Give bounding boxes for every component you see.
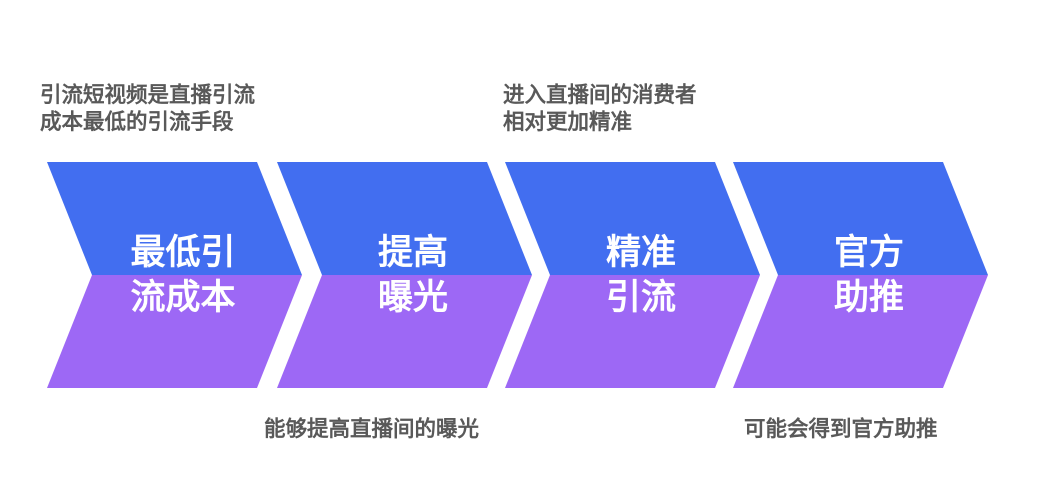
caption-official-boost: 可能会得到官方助推: [744, 416, 938, 443]
step-label-line: 流成本: [130, 278, 236, 317]
caption-line: 成本最低的引流手段: [40, 110, 234, 134]
step-label-line: 助推: [833, 278, 904, 317]
caption-line: 引流短视频是直播引流: [40, 83, 256, 107]
step-label-line: 提高: [377, 233, 448, 272]
step-label-line: 曝光: [377, 278, 448, 317]
chevron-4-bottom-half: [733, 275, 988, 388]
step-label-official-boost: 官方 助推: [759, 230, 979, 320]
chevron-1-bottom-half: [47, 275, 302, 388]
step-label-line: 官方: [833, 233, 904, 272]
caption-line: 进入直播间的消费者: [503, 83, 697, 107]
chevron-3-top-half: [505, 162, 760, 275]
caption-line: 能够提高直播间的曝光: [264, 417, 480, 441]
caption-line: 可能会得到官方助推: [744, 417, 938, 441]
chevron-4-top-half: [733, 162, 988, 275]
step-label-line: 精准: [605, 233, 676, 272]
chevron-2-bottom-half: [277, 275, 532, 388]
step-label-precise-traffic: 精准 引流: [531, 230, 751, 320]
chevron-step-4: [733, 162, 988, 388]
chevron-3-bottom-half: [505, 275, 760, 388]
step-label-line: 引流: [605, 278, 676, 317]
caption-increase-exposure: 能够提高直播间的曝光: [264, 416, 479, 443]
chevron-step-3: [505, 162, 760, 388]
chevron-1-top-half: [47, 162, 302, 275]
caption-lowest-cost: 引流短视频是直播引流 成本最低的引流手段: [40, 82, 255, 136]
caption-line: 相对更加精准: [503, 110, 633, 134]
chevron-step-1: [47, 162, 302, 388]
chevron-step-2: [277, 162, 532, 388]
step-label-increase-exposure: 提高 曝光: [303, 230, 523, 320]
step-label-line: 最低引: [130, 233, 236, 272]
chevron-2-top-half: [277, 162, 532, 275]
step-label-lowest-traffic-cost: 最低引 流成本: [73, 230, 293, 320]
caption-precise-consumers: 进入直播间的消费者 相对更加精准: [503, 82, 697, 136]
